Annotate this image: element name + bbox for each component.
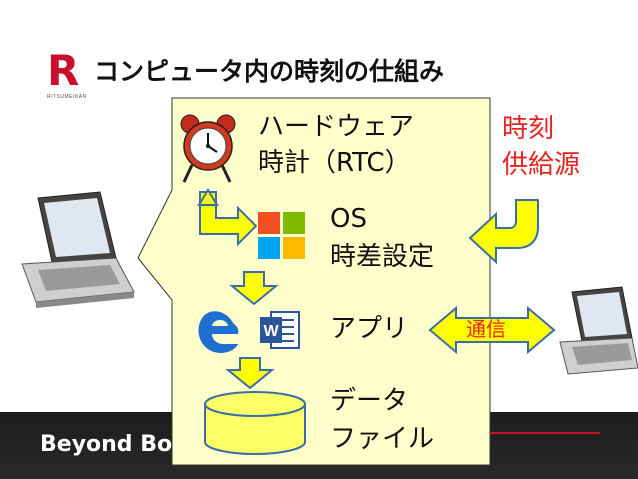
laptop-icon <box>559 286 638 375</box>
communication-label: 通信 <box>466 317 506 341</box>
alarm-clock-icon <box>180 114 236 183</box>
data-file-label-line1: データ <box>330 386 409 416</box>
time-source-label-line2: 供給源 <box>502 150 581 180</box>
laptop-icon <box>21 191 135 308</box>
data-file-cylinder-icon <box>204 391 306 455</box>
time-source-label-line1: 時刻 <box>502 114 555 144</box>
os-label-line2: 時差設定 <box>330 242 435 272</box>
windows-logo-icon <box>258 212 305 259</box>
brand-logo: R RITSUMEIKAN <box>47 46 86 102</box>
edge-browser-icon <box>198 311 239 353</box>
brand-logo-letter: R <box>47 46 80 95</box>
hardware-clock-label-line2: 時計（RTC） <box>258 148 411 178</box>
arrow-communication <box>428 305 556 355</box>
arrow-clock-up <box>197 188 219 206</box>
arrow-app-to-data <box>225 357 275 390</box>
data-file-label-line2: ファイル <box>330 424 435 454</box>
app-label: アプリ <box>330 314 409 344</box>
arrow-os-to-app <box>229 271 279 306</box>
word-document-icon: W <box>260 311 300 349</box>
arrow-source-to-os <box>468 199 539 265</box>
footer-accent-line <box>470 432 600 434</box>
svg-text:W: W <box>263 323 279 340</box>
os-label-line1: OS <box>330 204 367 234</box>
callout-bubble <box>137 97 491 466</box>
brand-logo-subtext: RITSUMEIKAN <box>47 94 87 100</box>
hardware-clock-label-line1: ハードウェア <box>258 112 415 142</box>
slide-title: コンピュータ内の時刻の仕組み <box>94 57 445 86</box>
